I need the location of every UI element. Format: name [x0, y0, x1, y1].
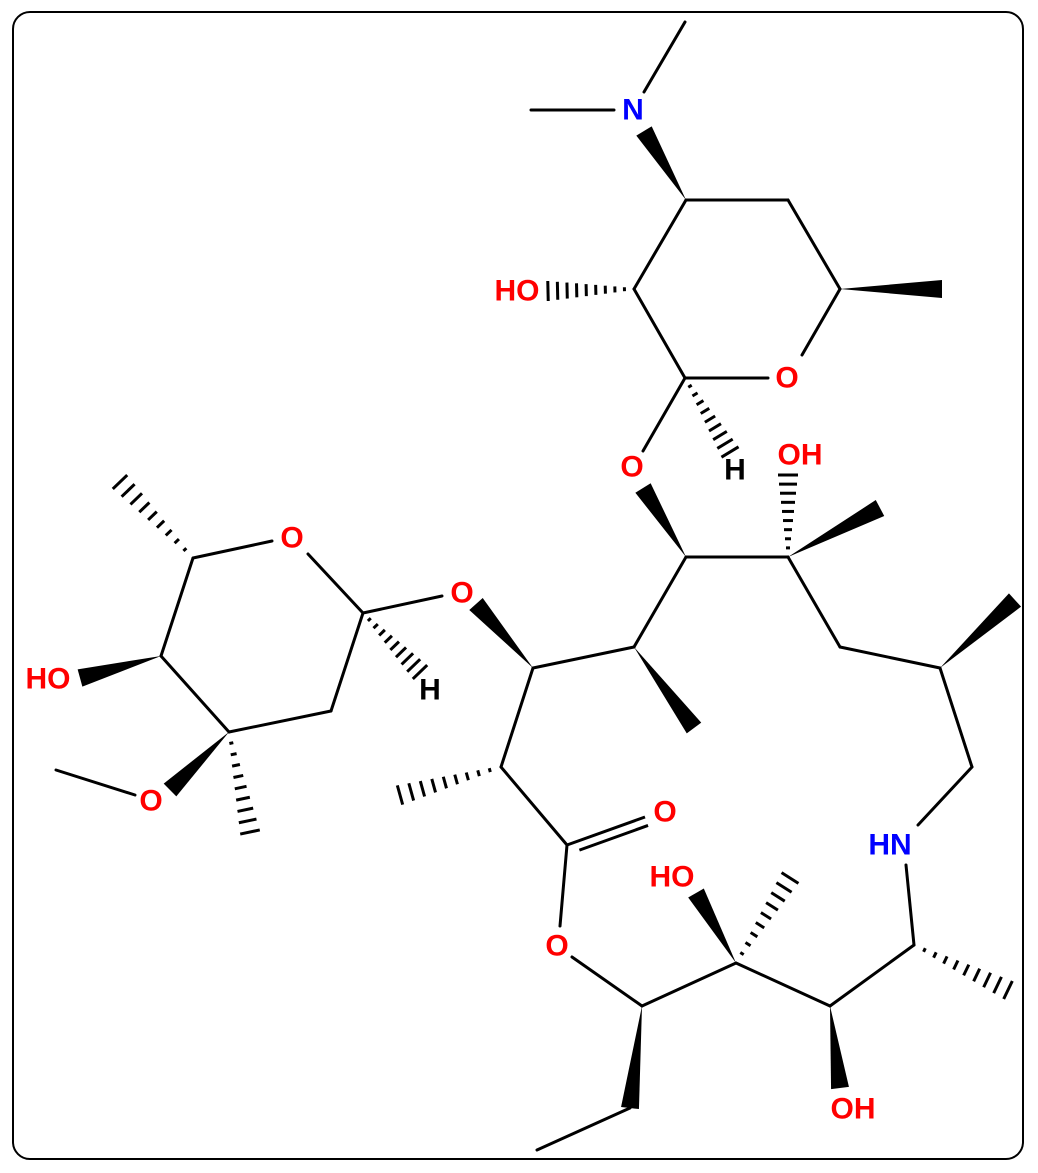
single-bond [800, 287, 842, 357]
single-bond [916, 765, 974, 827]
wedge-bond [830, 1006, 849, 1090]
wedge-bond [840, 280, 942, 298]
single-bond [632, 555, 688, 649]
single-bond [786, 198, 842, 291]
atom-label-o-me: O [139, 785, 162, 818]
hash-bond [922, 947, 1014, 1000]
atom-label-h1: H [724, 454, 746, 487]
single-bond [159, 654, 231, 734]
atom-label-o-ring1: O [775, 362, 798, 395]
diagram-frame [12, 11, 1024, 1160]
wedge-bond [788, 500, 885, 557]
single-bond [54, 768, 137, 797]
single-bond [786, 555, 842, 649]
wedge-bond [621, 1006, 642, 1110]
single-bond [558, 843, 569, 928]
hash-bond [739, 871, 800, 956]
single-bond [191, 539, 274, 560]
single-bond [640, 961, 738, 1008]
single-bond [531, 645, 636, 670]
atom-label-oh5: OH [831, 1093, 876, 1126]
single-bond [838, 645, 942, 670]
wedge-bond [163, 732, 229, 797]
wedge-bond [634, 647, 702, 734]
atom-label-o-ring2: O [280, 522, 303, 555]
single-bond [570, 955, 644, 1008]
single-bond [904, 863, 916, 947]
single-bond [828, 943, 916, 1008]
wedge-bond [469, 598, 533, 668]
single-bond [938, 666, 974, 769]
single-bond [499, 666, 535, 769]
wedge-bond [635, 483, 686, 557]
hash-bond [687, 383, 740, 459]
atom-label-oh2: OH [778, 439, 823, 472]
single-bond [306, 552, 365, 615]
single-bond [159, 556, 195, 658]
wedge-bond [940, 593, 1022, 668]
atom-label-n1: N [622, 94, 644, 127]
wedge-bond [636, 126, 686, 200]
wedge-bond [77, 656, 161, 687]
atom-label-oh1: HO [495, 275, 540, 308]
atom-label-o-glyc1: O [620, 451, 643, 484]
atom-label-nh: HN [868, 829, 911, 862]
atom-label-oh3: HO [26, 663, 71, 696]
single-bond [535, 1106, 632, 1152]
single-bond [361, 594, 444, 615]
atom-label-o-carbonyl: O [653, 796, 676, 829]
atom-label-o-glyc2: O [450, 577, 473, 610]
single-bond [227, 709, 333, 734]
atom-label-o-ester: O [545, 930, 568, 963]
hash-bond [366, 617, 429, 681]
single-bond [734, 961, 832, 1008]
hash-bond [778, 473, 798, 550]
hash-bond [546, 280, 626, 302]
atom-label-oh4: HO [650, 861, 695, 894]
hash-bond [395, 767, 492, 806]
single-bond [499, 765, 569, 847]
double-bond [566, 815, 649, 852]
single-bond [642, 20, 687, 94]
single-bond [632, 198, 688, 291]
hash-bond [229, 741, 261, 836]
single-bond [632, 287, 687, 380]
hash-bond [111, 473, 188, 553]
atom-label-h2: H [419, 674, 441, 707]
bond-layer [54, 20, 1022, 1152]
single-bond [641, 376, 687, 453]
wedge-bond [688, 888, 736, 963]
single-bond [329, 611, 365, 713]
